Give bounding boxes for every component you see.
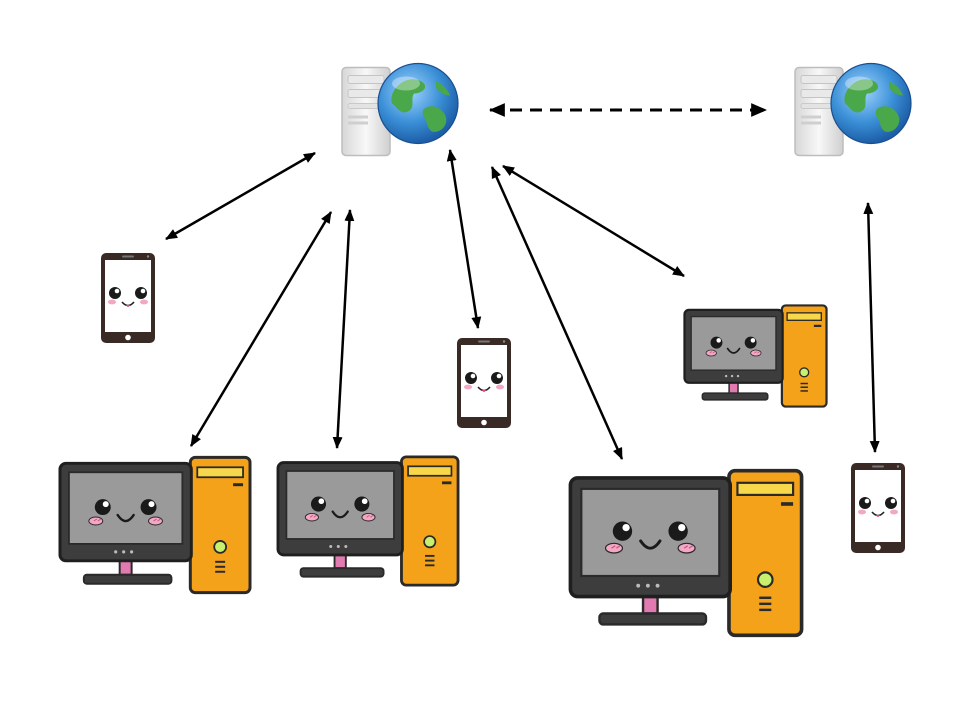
edge-server-left-pc-bottom-middle [332,209,355,449]
kawaii-desktop-icon [276,455,460,587]
node-pc-bottom-middle [276,455,460,587]
edge-server-left-pc-bottom-right [490,166,624,460]
kawaii-phone-icon [850,462,906,554]
node-phone-left [100,252,156,344]
node-server-left [341,62,459,157]
node-pc-bottom-right [568,468,804,638]
node-pc-bottom-left [58,455,252,595]
node-server-right [794,62,912,157]
edge-server-right-phone-right [863,202,880,453]
node-phone-right [850,462,906,554]
kawaii-desktop-icon [58,455,252,595]
node-pc-top-right [683,304,828,408]
edge-server-left-pc-top-right [502,164,685,278]
kawaii-desktop-icon [568,468,804,638]
edge-server-left-phone-left [165,151,316,241]
server-globe-icon [341,62,459,157]
node-phone-center [456,337,512,429]
kawaii-phone-icon [456,337,512,429]
kawaii-desktop-icon [683,304,828,408]
edge-server-left-pc-bottom-left [189,211,333,447]
kawaii-phone-icon [100,252,156,344]
edge-server-left-phone-center [446,149,482,329]
edges [165,103,880,460]
server-globe-icon [794,62,912,157]
